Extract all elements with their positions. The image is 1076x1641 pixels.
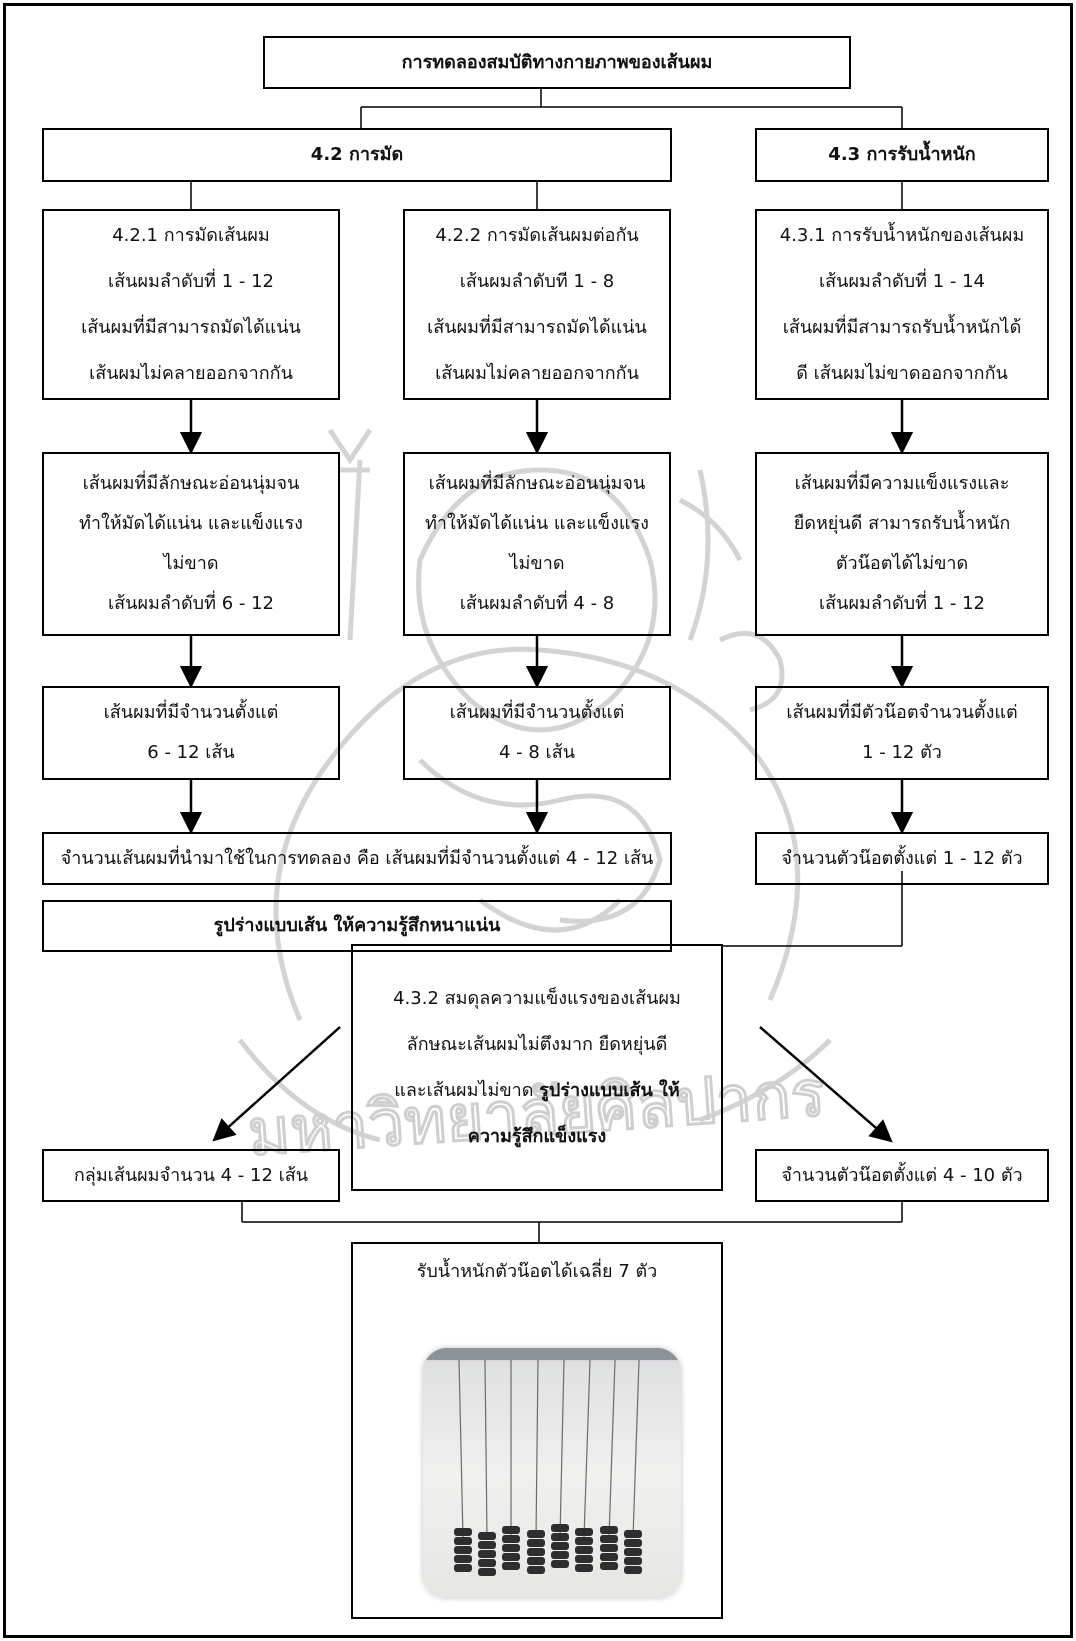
step-4-3-1-box: 4.3.1 การรับน้ำหนักของเส้นผม เส้นผมลำดับ…	[755, 209, 1049, 400]
step-4-2-2-line: เส้นผมไม่คลายออกจากกัน	[435, 362, 639, 384]
heading-4-3-box: 4.3 การรับน้ำหนัก	[755, 128, 1049, 182]
heading-4-3: 4.3 การรับน้ำหนัก	[828, 144, 976, 165]
col-b-result-line: ทำให้มัดได้แน่น และแข็งแรง	[425, 513, 649, 534]
step-4-2-1-line: เส้นผมลำดับที่ 1 - 12	[108, 270, 274, 292]
balance-line-2: ลักษณะเส้นผมไม่ตึงมาก ยืดหยุ่นดี	[406, 1033, 668, 1055]
balance-line-3-bold: รูปร่างแบบเส้น ให้	[539, 1079, 680, 1101]
col-b-result-line: ไม่ขาด	[509, 553, 565, 574]
hair-strands-nuts-photo	[423, 1348, 681, 1598]
col-c-result-line: ตัวน๊อตได้ไม่ขาด	[835, 553, 969, 574]
final-result-box: รับน้ำหนักตัวน๊อตได้เฉลี่ย 7 ตัว	[351, 1242, 723, 1619]
step-4-2-2-line: เส้นผมลำดับที 1 - 8	[459, 270, 615, 292]
step-4-2-2-line: เส้นผมที่มีสามารถมัดได้แน่น	[427, 316, 647, 338]
heading-4-2-box: 4.2 การมัด	[42, 128, 672, 182]
step-4-2-1-line: เส้นผมไม่คลายออกจากกัน	[89, 362, 293, 384]
hair-count-summary: จำนวนเส้นผมที่นำมาใช้ในการทดลอง คือ เส้น…	[60, 847, 654, 869]
step-4-3-2-box: 4.3.2 สมดุลความแข็งแรงของเส้นผม ลักษณะเส…	[351, 944, 723, 1191]
step-4-2-1-line: เส้นผมที่มีสามารถมัดได้แน่น	[81, 316, 301, 338]
col-c-result-line: ยืดหยุ่นดี สามารถรับน้ำหนัก	[793, 513, 1011, 534]
step-4-3-1-line: ดี เส้นผมไม่ขาดออกจากกัน	[796, 362, 1008, 384]
col-c-result-box: เส้นผมที่มีความแข็งแรงและ ยืดหยุ่นดี สาม…	[755, 452, 1049, 636]
balance-line-3: และเส้นผมไม่ขาด รูปร่างแบบเส้น ให้	[394, 1068, 679, 1114]
shape-dense-label: รูปร่างแบบเส้น ให้ความรู้สึกหนาแน่น	[213, 915, 501, 936]
col-b-count-box: เส้นผมที่มีจำนวนตั้งแต่ 4 - 8 เส้น	[403, 686, 671, 780]
col-a-result-box: เส้นผมที่มีลักษณะอ่อนนุ่มจน ทำให้มัดได้แ…	[42, 452, 340, 636]
step-4-3-1-line: เส้นผมลำดับที่ 1 - 14	[819, 270, 985, 292]
balance-line-1: 4.3.2 สมดุลความแข็งแรงของเส้นผม	[393, 987, 681, 1009]
col-c-count-box: เส้นผมที่มีตัวน๊อตจำนวนตั้งแต่ 1 - 12 ตั…	[755, 686, 1049, 780]
result-left: กลุ่มเส้นผมจำนวน 4 - 12 เส้น	[73, 1164, 309, 1186]
col-b-result-line: เส้นผมที่มีลักษณะอ่อนนุ่มจน	[428, 473, 646, 494]
col-a-result-line: ทำให้มัดได้แน่น และแข็งแรง	[79, 513, 303, 534]
step-4-3-1-line: 4.3.1 การรับน้ำหนักของเส้นผม	[779, 224, 1025, 246]
col-a-result-line: เส้นผมลำดับที่ 6 - 12	[108, 593, 274, 614]
col-b-result-box: เส้นผมที่มีลักษณะอ่อนนุ่มจน ทำให้มัดได้แ…	[403, 452, 671, 636]
col-c-result-line: เส้นผมที่มีความแข็งแรงและ	[794, 473, 1010, 494]
result-right-box: จำนวนตัวน๊อตตั้งแต่ 4 - 10 ตัว	[755, 1149, 1049, 1202]
col-c-count-line: 1 - 12 ตัว	[862, 742, 942, 763]
nut-count-summary-box: จำนวนตัวน๊อตตั้งแต่ 1 - 12 ตัว	[755, 832, 1049, 885]
balance-line-4: ความรู้สึกแข็งแรง	[467, 1125, 607, 1147]
step-4-2-1-line: 4.2.1 การมัดเส้นผม	[112, 224, 270, 246]
diagram-title: การทดลองสมบัติทางกายภาพของเส้นผม	[401, 51, 713, 73]
col-a-result-line: เส้นผมที่มีลักษณะอ่อนนุ่มจน	[82, 473, 300, 494]
col-a-count-line: เส้นผมที่มีจำนวนตั้งแต่	[103, 702, 279, 723]
step-4-3-1-line: เส้นผมที่มีสามารถรับน้ำหนักได้	[782, 316, 1022, 338]
page-frame	[3, 3, 1073, 1638]
col-b-result-line: เส้นผมลำดับที่ 4 - 8	[459, 593, 615, 614]
col-b-count-line: เส้นผมที่มีจำนวนตั้งแต่	[449, 702, 625, 723]
final-caption: รับน้ำหนักตัวน๊อตได้เฉลี่ย 7 ตัว	[416, 1261, 658, 1282]
nut-count-summary: จำนวนตัวน๊อตตั้งแต่ 1 - 12 ตัว	[781, 847, 1023, 869]
col-b-count-line: 4 - 8 เส้น	[498, 742, 575, 763]
step-4-2-1-box: 4.2.1 การมัดเส้นผม เส้นผมลำดับที่ 1 - 12…	[42, 209, 340, 400]
step-4-2-2-box: 4.2.2 การมัดเส้นผมต่อกัน เส้นผมลำดับที 1…	[403, 209, 671, 400]
col-a-count-box: เส้นผมที่มีจำนวนตั้งแต่ 6 - 12 เส้น	[42, 686, 340, 780]
heading-4-2: 4.2 การมัด	[310, 144, 404, 165]
shape-dense-box: รูปร่างแบบเส้น ให้ความรู้สึกหนาแน่น	[42, 900, 672, 952]
col-c-count-line: เส้นผมที่มีตัวน๊อตจำนวนตั้งแต่	[786, 702, 1018, 723]
step-4-2-2-line: 4.2.2 การมัดเส้นผมต่อกัน	[435, 224, 639, 246]
col-a-count-line: 6 - 12 เส้น	[147, 742, 235, 763]
result-left-box: กลุ่มเส้นผมจำนวน 4 - 12 เส้น	[42, 1149, 340, 1202]
diagram-title-box: การทดลองสมบัติทางกายภาพของเส้นผม	[263, 36, 851, 89]
balance-line-3-plain: และเส้นผมไม่ขาด	[394, 1079, 540, 1101]
col-a-result-line: ไม่ขาด	[163, 553, 219, 574]
result-right: จำนวนตัวน๊อตตั้งแต่ 4 - 10 ตัว	[781, 1164, 1023, 1186]
col-c-result-line: เส้นผมลำดับที่ 1 - 12	[819, 593, 985, 614]
hair-count-summary-box: จำนวนเส้นผมที่นำมาใช้ในการทดลอง คือ เส้น…	[42, 832, 672, 885]
